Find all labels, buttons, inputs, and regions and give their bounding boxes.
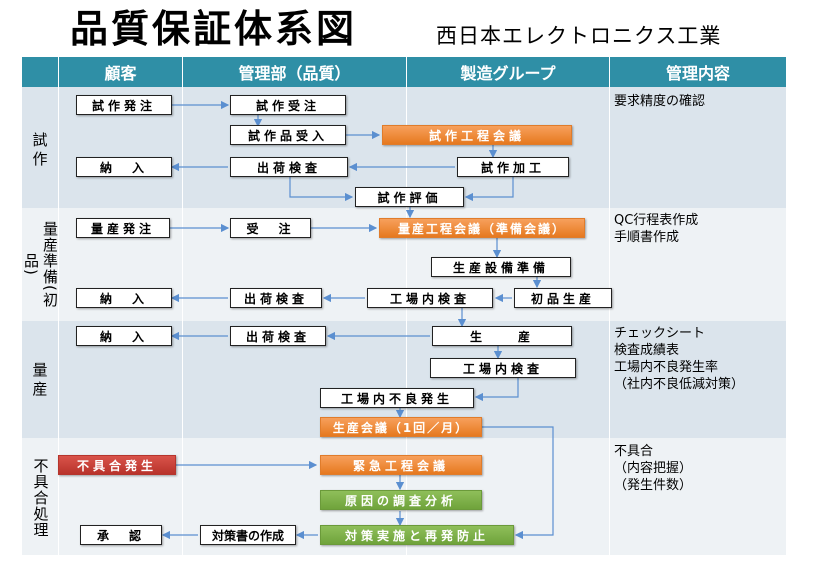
order-receive-box: 受 注 bbox=[230, 218, 311, 238]
note-trial: 要求精度の確認 bbox=[614, 94, 706, 109]
countermeasure-doc-box: 対策書の作成 bbox=[200, 525, 296, 545]
emergency-meeting-box: 緊急工程会議 bbox=[320, 455, 482, 475]
trial-delivery-box: 納 入 bbox=[76, 157, 172, 177]
cause-analysis-box: 原因の調査分析 bbox=[320, 490, 482, 510]
countermeasure-box: 対策実施と再発防止 bbox=[320, 525, 514, 545]
trial-parts-receive-box: 試作品受入 bbox=[230, 125, 346, 145]
mass-factory-inspect-box: 工場内検査 bbox=[430, 358, 576, 378]
header-management: 管理部（品質） bbox=[183, 57, 406, 87]
trial-ship-inspect-box: 出荷検査 bbox=[230, 157, 348, 177]
preprod-delivery-box: 納 入 bbox=[76, 288, 172, 308]
phase-preproduction: 量産準備(初品) bbox=[22, 221, 59, 308]
preprod-ship-inspect-box: 出荷検査 bbox=[230, 288, 322, 308]
approval-box: 承 認 bbox=[80, 525, 162, 545]
mass-delivery-box: 納 入 bbox=[76, 326, 172, 346]
header-control-content: 管理内容 bbox=[610, 57, 786, 87]
equipment-prep-box: 生産設備準備 bbox=[431, 257, 571, 277]
header-manufacturing: 製造グループ bbox=[407, 57, 609, 87]
trial-order-box: 試作発注 bbox=[76, 95, 172, 115]
production-meeting-box: 生産会議（1回／月） bbox=[320, 417, 482, 437]
column-divider bbox=[58, 87, 59, 555]
internal-defect-box: 工場内不良発生 bbox=[320, 388, 474, 408]
trial-evaluation-box: 試作評価 bbox=[355, 187, 464, 207]
preprod-factory-inspect-box: 工場内検査 bbox=[367, 288, 493, 308]
column-divider bbox=[182, 87, 183, 555]
column-divider bbox=[406, 87, 407, 555]
mass-order-box: 量産発注 bbox=[76, 218, 170, 238]
trial-processing-box: 試作加工 bbox=[457, 157, 569, 177]
note-preproduction: QC行程表作成 手順書作成 bbox=[614, 213, 699, 245]
production-box: 生 産 bbox=[432, 326, 572, 346]
phase-mass-production: 量 産 bbox=[32, 361, 48, 398]
mass-process-meeting-box: 量産工程会議（準備会議） bbox=[379, 218, 585, 238]
phase-defect-handling: 不具合処理 bbox=[31, 457, 50, 538]
page-title: 品質保証体系図 bbox=[70, 7, 358, 51]
column-divider bbox=[609, 87, 610, 555]
mass-ship-inspect-box: 出荷検査 bbox=[230, 326, 326, 346]
trial-receive-box: 試作受注 bbox=[230, 95, 346, 115]
note-defect: 不具合 （内容把握） （発生件数） bbox=[614, 444, 693, 493]
note-mass-production: チェックシート 検査成績表 工場内不良発生率 （社内不良低減対策） bbox=[614, 326, 745, 392]
phase-trial: 試 作 bbox=[32, 131, 48, 168]
header-customer: 顧客 bbox=[59, 57, 182, 87]
trial-process-meeting-box: 試作工程会議 bbox=[382, 125, 572, 145]
company-name: 西日本エレクトロニクス工業 bbox=[436, 24, 722, 48]
first-article-production-box: 初品生産 bbox=[514, 288, 612, 308]
header-corner bbox=[22, 57, 58, 87]
defect-occurrence-box: 不具合発生 bbox=[58, 455, 176, 475]
